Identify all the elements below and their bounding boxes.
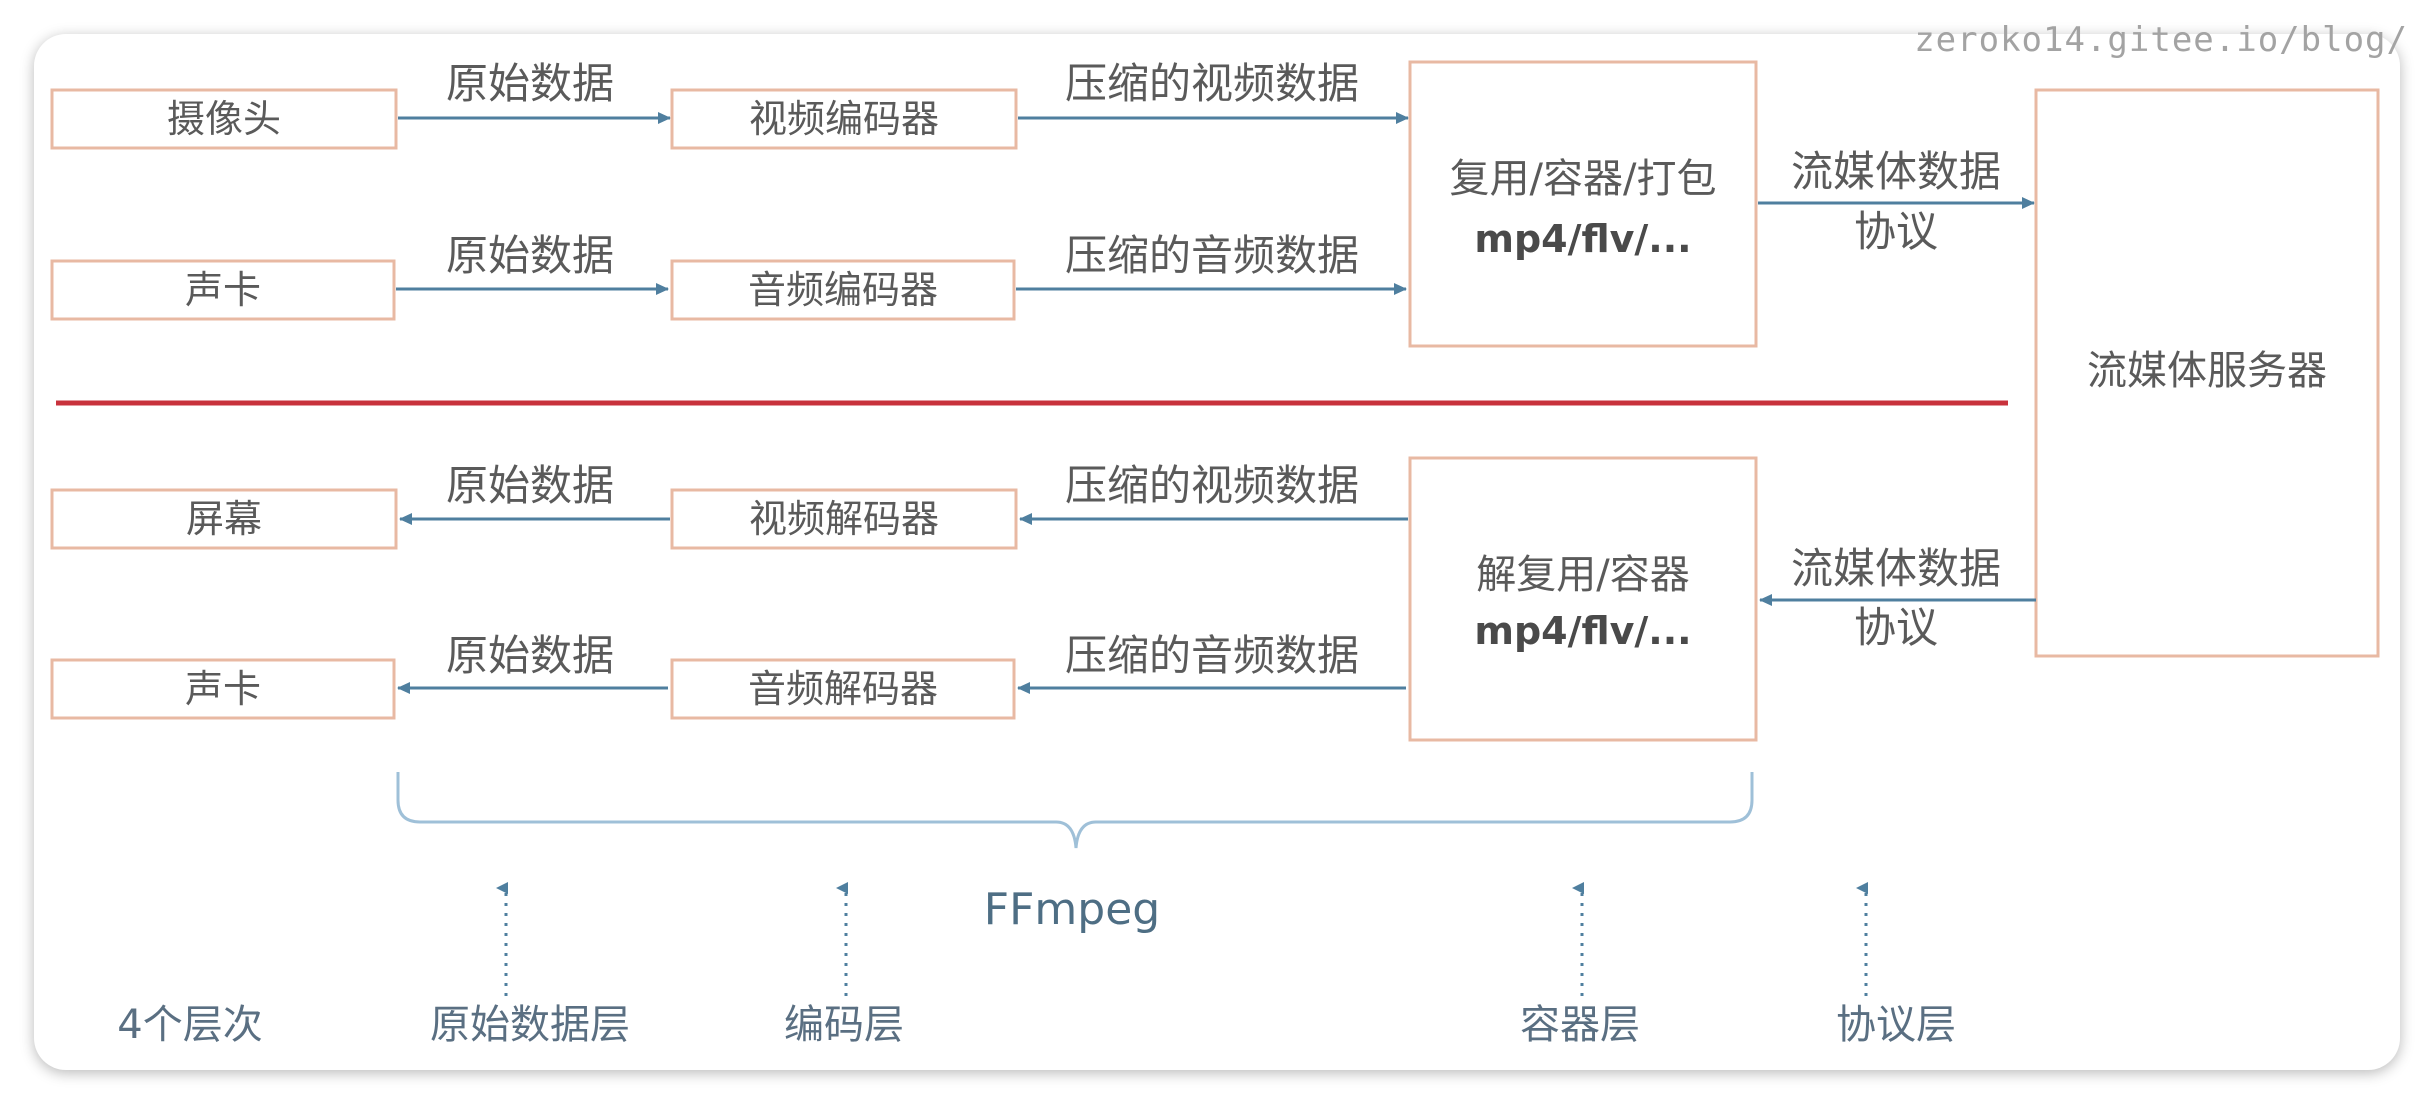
diagram-frame (34, 34, 2400, 1070)
decode-pipeline: 屏幕 原始数据 视频解码器 压缩的视频数据 声卡 原始数据 音频解码器 压缩的音… (50, 456, 2036, 742)
layers-title: 4个层次 (117, 1002, 262, 1048)
screen-label: 屏幕 (186, 497, 262, 541)
raw-data-label-2: 原始数据 (446, 231, 614, 280)
demux-label: 解复用/容器 (1476, 552, 1689, 598)
audio-decoder-label: 音频解码器 (748, 667, 938, 711)
raw-data-label-4: 原始数据 (446, 631, 614, 680)
audio-encoder-label: 音频编码器 (748, 268, 938, 312)
audio-encoder-box (670, 259, 1016, 321)
soundcard-in-label: 声卡 (185, 268, 261, 312)
raw-data-layer-label: 原始数据层 (430, 1002, 630, 1048)
ffmpeg-label: FFmpeg (984, 884, 1160, 935)
camera-box (50, 88, 398, 150)
codec-layer-label: 编码层 (784, 1002, 904, 1048)
mux-label: 复用/容器/打包 (1450, 156, 1717, 202)
camera-label: 摄像头 (167, 97, 281, 141)
video-decoder-box (670, 488, 1018, 550)
compressed-audio-label-2: 压缩的音频数据 (1065, 631, 1359, 680)
raw-data-label-1: 原始数据 (446, 59, 614, 108)
streaming-server-label: 流媒体服务器 (2087, 348, 2327, 394)
video-encoder-label: 视频编码器 (749, 97, 939, 141)
stream-data-label-top: 流媒体数据 (1791, 147, 2001, 196)
protocol-layer-label: 协议层 (1836, 1002, 1956, 1048)
video-decoder-label: 视频解码器 (749, 497, 939, 541)
soundcard-out-box (50, 658, 396, 720)
encode-pipeline: 摄像头 原始数据 视频编码器 压缩的视频数据 声卡 原始数据 音频编码器 压缩的… (50, 59, 2035, 348)
demux-box (1408, 456, 1758, 742)
streaming-server-box (2034, 88, 2380, 658)
ffmpeg-brace (396, 772, 1754, 849)
screen-box (50, 488, 398, 550)
compressed-audio-label: 压缩的音频数据 (1065, 231, 1359, 280)
demux-formats-label: mp4/flv/... (1474, 609, 1691, 653)
compressed-video-label-2: 压缩的视频数据 (1065, 461, 1359, 510)
mux-formats-label: mp4/flv/... (1474, 217, 1691, 261)
soundcard-in-box (50, 259, 396, 321)
container-layer-label: 容器层 (1520, 1002, 1640, 1048)
protocol-label-top: 协议 (1854, 207, 1938, 256)
audio-decoder-box (670, 658, 1016, 720)
watermark: zeroko14.gitee.io/blog/ (1914, 20, 2408, 60)
video-encoder-box (670, 88, 1018, 150)
mux-box (1408, 60, 1758, 348)
raw-data-label-3: 原始数据 (446, 461, 614, 510)
compressed-video-label: 压缩的视频数据 (1065, 59, 1359, 108)
stream-data-label-bottom: 流媒体数据 (1791, 544, 2001, 593)
protocol-label-bottom: 协议 (1854, 603, 1938, 652)
layer-pointers (496, 882, 1868, 996)
soundcard-out-label: 声卡 (185, 667, 261, 711)
